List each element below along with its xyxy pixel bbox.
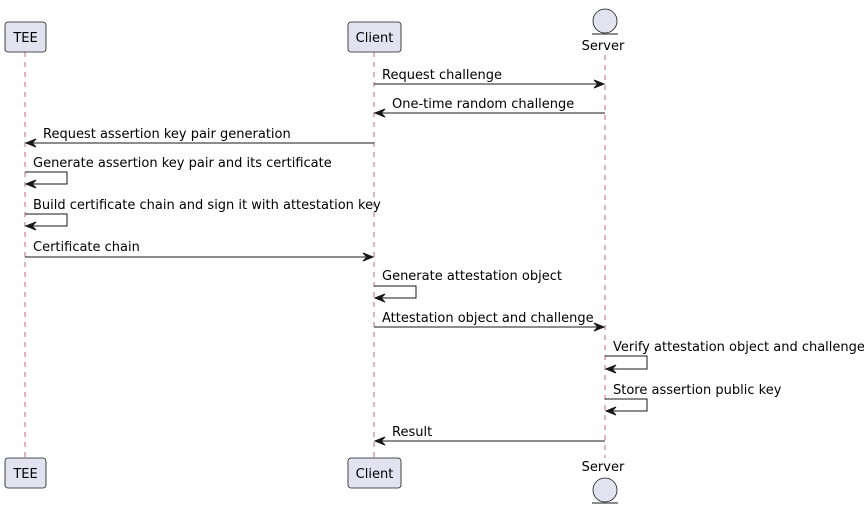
server-label-bottom: Server <box>582 460 625 475</box>
server-label-top: Server <box>582 39 625 54</box>
message-store-public-key: Store assertion public key <box>604 383 782 416</box>
message-label: One-time random challenge <box>392 97 574 112</box>
message-label: Store assertion public key <box>613 383 782 398</box>
message-generate-attestation-object: Generate attestation object <box>373 269 562 303</box>
message-request-challenge: Request challenge <box>374 68 606 89</box>
tee-label-bottom: TEE <box>12 467 37 482</box>
tee-participant-bottom: TEE <box>4 457 47 489</box>
tee-participant-top: TEE <box>4 21 47 53</box>
message-label: Request assertion key pair generation <box>43 127 291 142</box>
message-attestation-and-challenge: Attestation object and challenge <box>374 311 606 332</box>
message-label: Result <box>392 425 432 440</box>
client-participant-bottom: Client <box>347 457 402 489</box>
message-one-time-challenge: One-time random challenge <box>373 97 605 118</box>
message-label: Build certificate chain and sign it with… <box>33 198 381 213</box>
entity-icon <box>592 477 618 503</box>
message-verify-attestation: Verify attestation object and challenge <box>604 340 864 374</box>
message-label: Attestation object and challenge <box>382 311 594 326</box>
tee-label-top: TEE <box>12 31 37 46</box>
message-label: Request challenge <box>382 68 502 83</box>
message-label: Certificate chain <box>33 240 140 255</box>
message-label: Generate attestation object <box>382 269 562 284</box>
message-request-assertion-key: Request assertion key pair generation <box>24 127 374 148</box>
client-label-top: Client <box>356 31 394 46</box>
client-participant-top: Client <box>347 21 402 53</box>
server-entity-top: Server <box>582 8 625 54</box>
message-certificate-chain: Certificate chain <box>25 240 375 262</box>
message-label: Verify attestation object and challenge <box>613 340 864 355</box>
entity-icon <box>592 8 618 34</box>
message-label: Generate assertion key pair and its cert… <box>33 156 332 171</box>
client-label-bottom: Client <box>356 467 394 482</box>
message-result: Result <box>373 425 605 446</box>
message-build-certificate-chain: Build certificate chain and sign it with… <box>24 198 381 231</box>
message-generate-key-pair: Generate assertion key pair and its cert… <box>24 156 332 189</box>
server-entity-bottom: Server <box>582 460 625 504</box>
